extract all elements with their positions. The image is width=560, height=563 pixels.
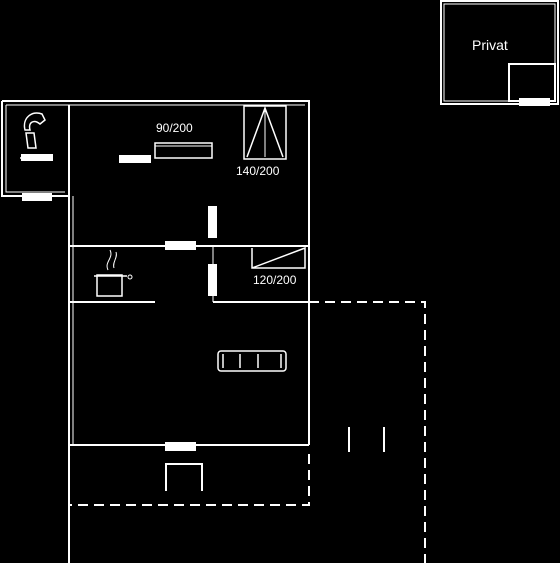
stove-icon xyxy=(94,249,133,297)
porch-outline xyxy=(68,450,310,506)
outer-wall-left-inner xyxy=(5,105,65,193)
double-bedroom-door xyxy=(208,206,217,238)
single-bed-size-label: 90/200 xyxy=(156,121,193,135)
bathroom-door xyxy=(21,154,53,161)
annex-inner-wall xyxy=(443,3,556,102)
double-bed-size-label: 140/200 xyxy=(236,164,280,178)
entry-door-left xyxy=(22,193,52,201)
entrance-steps xyxy=(165,463,203,491)
wall-bed-icon xyxy=(251,246,306,269)
annex-small-room xyxy=(508,63,556,102)
hall-door xyxy=(165,241,196,250)
annex-label: Privat xyxy=(472,37,508,53)
kitchen-door xyxy=(208,264,217,296)
toilet-icon xyxy=(20,112,50,159)
outer-wall-left xyxy=(1,101,70,563)
door-openings xyxy=(21,98,550,451)
wall-bed-size-label: 120/200 xyxy=(253,273,297,287)
annex-door xyxy=(519,98,550,106)
double-bed-icon xyxy=(243,105,287,160)
annex-outer-wall xyxy=(440,0,559,105)
terrace xyxy=(68,301,426,563)
front-door xyxy=(165,442,196,451)
sofa-icon xyxy=(217,350,287,372)
bedroom-door xyxy=(119,155,151,163)
terrace-right-outline xyxy=(309,301,426,563)
outer-wall-top-right xyxy=(2,100,310,445)
single-bed-icon xyxy=(154,142,213,159)
